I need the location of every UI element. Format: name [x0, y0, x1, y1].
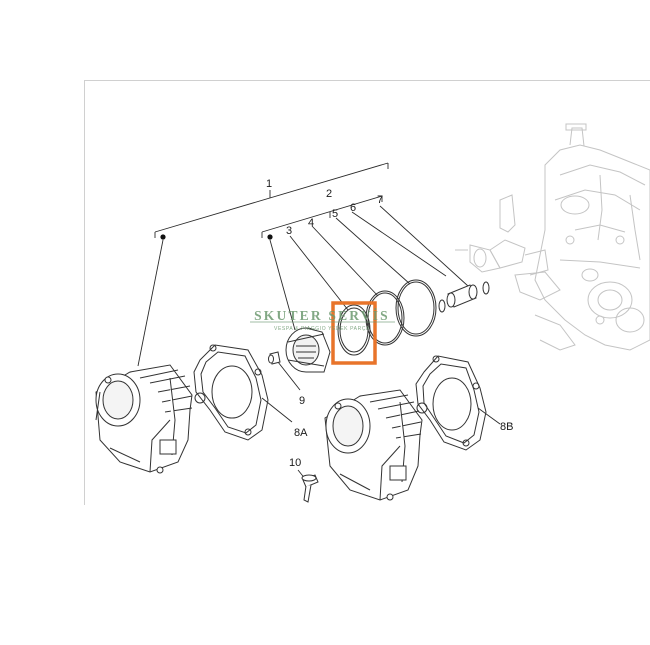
set-dot-1 [160, 234, 166, 240]
watermark-subtitle: VESPA & PIAGGIO YEDEK PARÇA [274, 326, 370, 332]
label-7: 7 [377, 194, 383, 206]
engine-case-drawing [455, 123, 650, 351]
ring-5 [395, 279, 437, 337]
label-8a: 8A [294, 427, 308, 439]
pin-9 [268, 351, 281, 365]
bracket-1-line [154, 162, 389, 233]
clip-right [482, 281, 490, 295]
gasket-8a [193, 344, 269, 441]
clip-left [438, 299, 446, 313]
label-2: 2 [326, 188, 332, 200]
piston-rings [337, 279, 437, 356]
label-5: 5 [332, 208, 338, 220]
label-9: 9 [299, 395, 305, 407]
piston [285, 327, 331, 373]
watermark: SKUTER SERVİS VESPA & PIAGGIO YEDEK PARÇ… [250, 308, 395, 332]
watermark-title: SKUTER SERVİS [254, 308, 390, 323]
callout-labels: 1 2 3 4 5 6 7 8A 8B 9 10 [266, 178, 513, 469]
leader-lines [137, 162, 501, 481]
cylinder-left [95, 364, 193, 474]
frame-top-line [84, 80, 650, 81]
gasket-8b [415, 355, 487, 451]
piston-pin [438, 281, 490, 313]
ring-4 [365, 290, 405, 346]
label-8b: 8B [500, 421, 513, 433]
bolt-10 [301, 474, 319, 503]
highlight-box[interactable] [331, 301, 377, 365]
frame-left-line [84, 80, 85, 505]
label-3: 3 [286, 225, 292, 237]
label-6: 6 [350, 202, 356, 214]
label-10: 10 [289, 457, 301, 469]
bracket-2-line [261, 195, 383, 233]
label-4: 4 [308, 217, 314, 229]
label-1: 1 [266, 178, 272, 190]
cylinder-right [324, 389, 423, 501]
set-dot-2 [267, 234, 273, 240]
